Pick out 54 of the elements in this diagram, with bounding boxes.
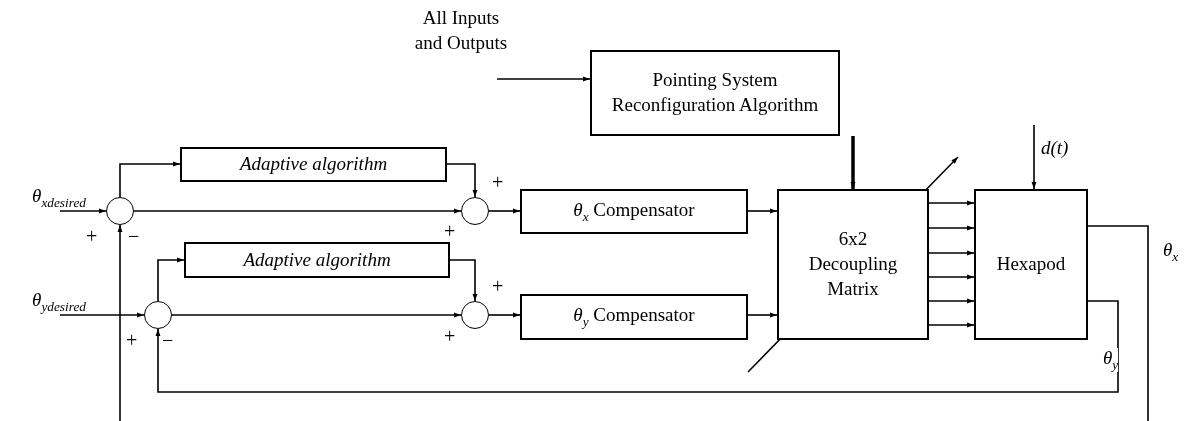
signal-label: θ$_{ydesired}$ <box>31 288 87 316</box>
arrow <box>171 312 462 318</box>
edge-label: d(t) <box>1041 138 1069 159</box>
summing-junction <box>461 301 489 329</box>
arrow <box>59 208 107 214</box>
arrow <box>117 224 123 421</box>
signal-label: θ$_{xdesired}$ <box>31 184 87 212</box>
box-label: Hexapod <box>995 252 1067 277</box>
arrow <box>747 208 778 214</box>
box-label: Pointing System Reconfiguration Algorithm <box>610 68 820 117</box>
process-box <box>974 189 1088 340</box>
sign-label: − <box>162 330 174 350</box>
arrow <box>928 250 975 256</box>
arrow <box>59 312 145 318</box>
arrow <box>496 76 591 82</box>
arrow <box>928 298 975 304</box>
sign-label: + <box>492 276 504 296</box>
arrow <box>155 300 1119 393</box>
arrow <box>119 161 181 198</box>
arrow <box>157 257 185 302</box>
box-label: Adaptive algorithm <box>241 247 392 272</box>
arrow <box>928 322 975 328</box>
edge-label: θ$_{y}$ <box>1103 348 1119 373</box>
arrow <box>133 208 462 214</box>
sign-label: + <box>444 326 456 346</box>
arrow <box>449 259 478 302</box>
summing-junction <box>144 301 172 329</box>
process-box <box>590 50 840 136</box>
sign-label: + <box>492 172 504 192</box>
box-label: Adaptive algorithm <box>238 152 389 177</box>
arrow <box>928 225 975 231</box>
box-label: θ$_{y}$ Compensator <box>572 303 696 331</box>
arrow <box>446 163 478 198</box>
signal-label: All Inputs and Outputs <box>413 6 509 55</box>
arrow <box>747 312 778 318</box>
sign-label: + <box>444 221 456 241</box>
box-label: 6x2 Decoupling Matrix <box>807 227 899 301</box>
process-box <box>180 147 447 182</box>
summing-junction <box>106 197 134 225</box>
arrow <box>488 208 521 214</box>
arrow <box>1031 124 1037 190</box>
arrow <box>850 136 856 189</box>
sign-label: + <box>86 226 98 246</box>
process-box <box>520 294 748 340</box>
arrow <box>488 312 521 318</box>
process-box <box>184 242 450 278</box>
arrow <box>928 200 975 206</box>
box-label: θ$_{x}$ Compensator <box>572 197 696 226</box>
sign-label: − <box>128 226 140 246</box>
summing-junction <box>461 197 489 225</box>
process-box <box>520 189 748 234</box>
sign-label: + <box>126 330 138 350</box>
process-box <box>777 189 929 340</box>
arrow <box>928 274 975 280</box>
